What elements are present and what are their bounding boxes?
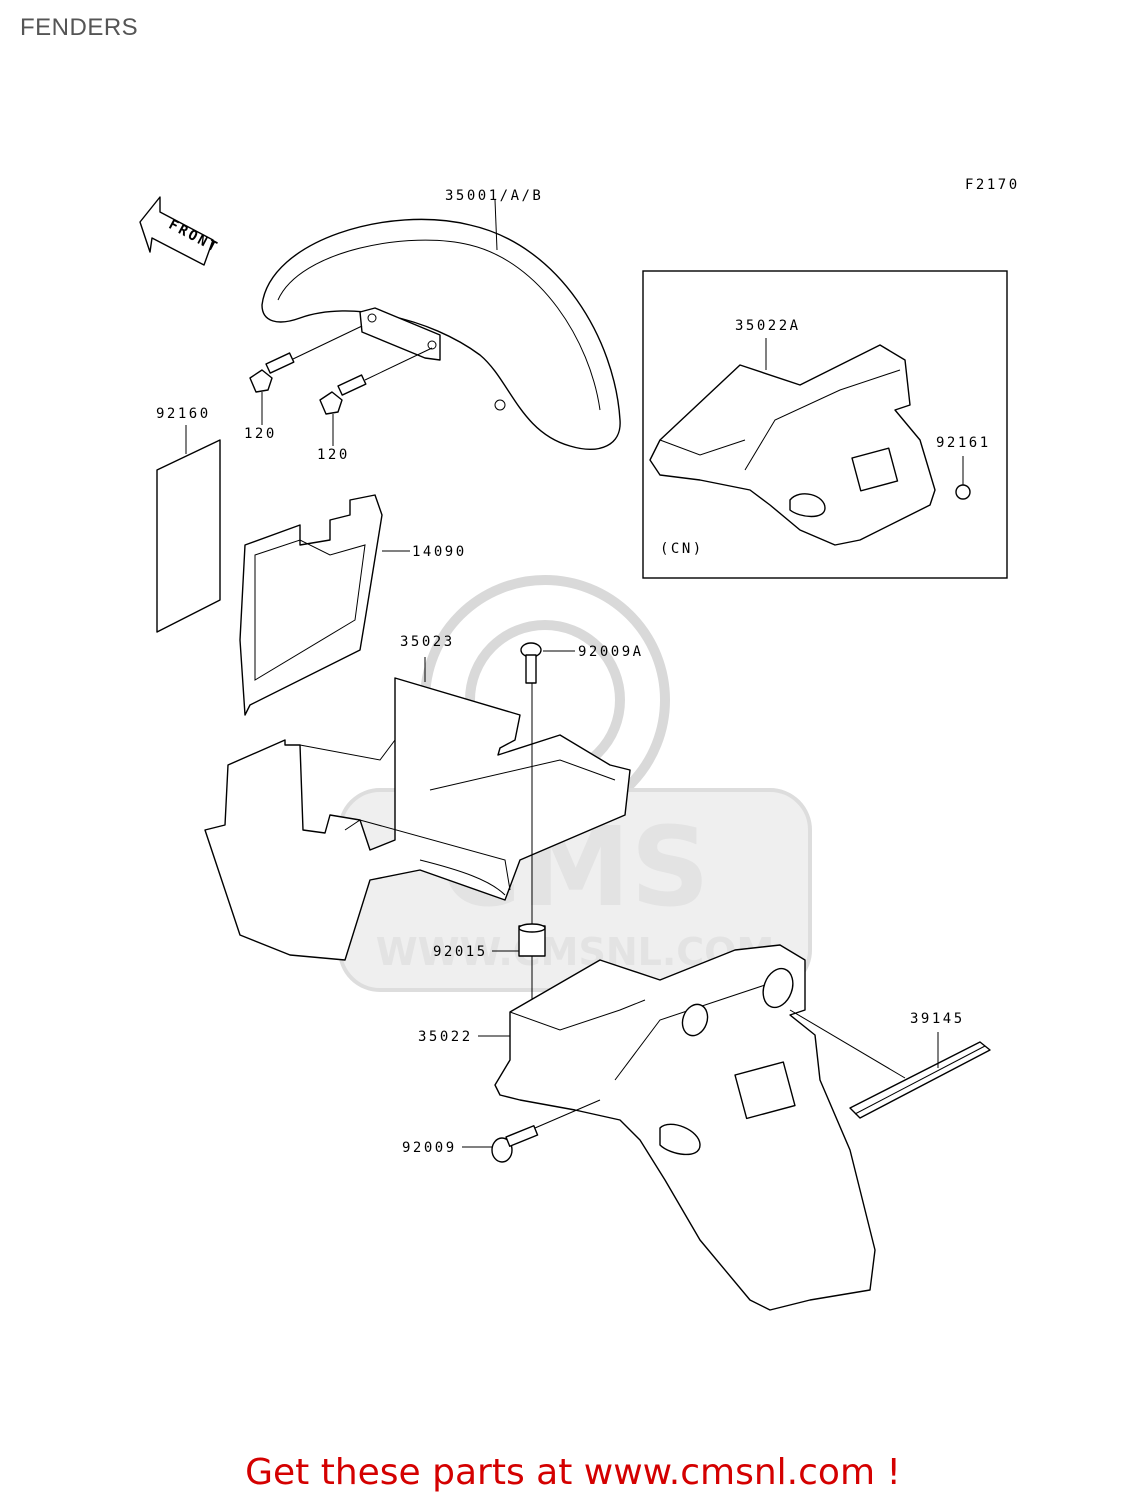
get-parts-link[interactable]: Get these parts at www.cmsnl.com !: [245, 1452, 901, 1493]
rear-fender-35022a: [649, 344, 971, 546]
label-92160: 92160: [156, 406, 211, 422]
front-arrow-icon: FRONT: [139, 196, 222, 266]
pad-92160: [156, 439, 221, 633]
page-title: FENDERS: [20, 14, 139, 41]
label-35023: 35023: [400, 634, 455, 650]
label-39145: 39145: [910, 1011, 965, 1027]
label-35022a: 35022A: [735, 318, 801, 334]
bolt-120-icon: [319, 347, 433, 446]
bolt-120-icon: [249, 325, 363, 425]
rear-fender-35022: [494, 944, 876, 1311]
label-120-b: 120: [317, 447, 350, 463]
bolt-92009-icon: [462, 1099, 601, 1163]
label-35022: 35022: [418, 1029, 473, 1045]
front-fender: [261, 218, 621, 450]
variant-box-cn: [642, 270, 1008, 579]
screw-92009a-icon: [520, 642, 575, 684]
collar-92015-icon: [492, 923, 546, 957]
variant-box-label: (CN): [660, 541, 704, 557]
label-92009: 92009: [402, 1140, 457, 1156]
label-92161: 92161: [936, 435, 991, 451]
cover-14090: [239, 494, 383, 716]
strip-39145: [849, 1041, 991, 1119]
label-120-a: 120: [244, 426, 277, 442]
label-92009a: 92009A: [578, 644, 644, 660]
figure-code: F2170: [965, 177, 1020, 193]
label-35001: 35001/A/B: [445, 188, 543, 204]
label-14090: 14090: [412, 544, 467, 560]
label-92015: 92015: [433, 944, 488, 960]
inner-fender-35023: [204, 677, 631, 961]
